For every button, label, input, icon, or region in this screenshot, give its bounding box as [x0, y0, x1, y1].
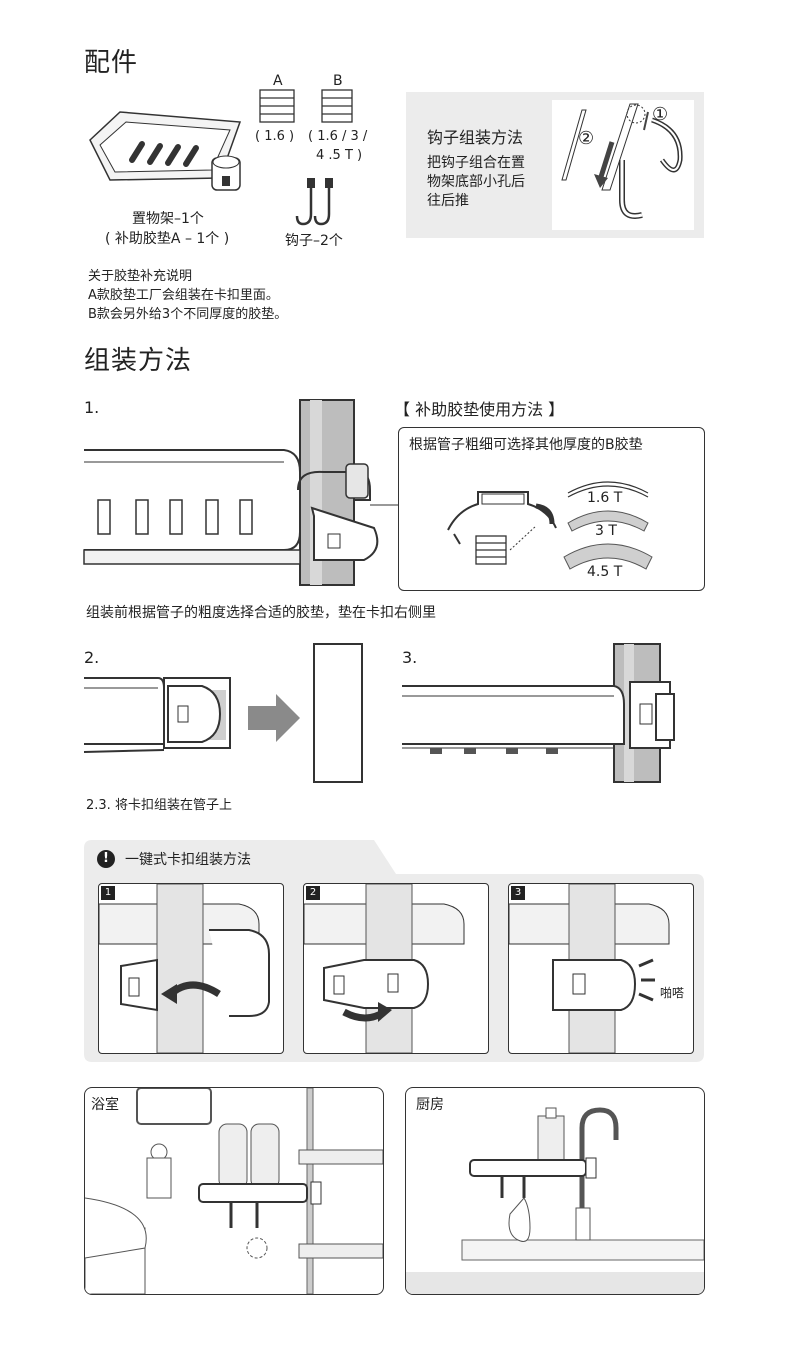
- click-sound-label: 啪嗒: [660, 986, 685, 1000]
- bathroom-label: 浴室: [91, 1097, 119, 1113]
- step-badge-3: 3: [511, 886, 525, 900]
- pad-b-spec-2: 4 .5 T ): [316, 148, 363, 163]
- step-badge-2: 2: [306, 886, 320, 900]
- hook-marker-1: ①: [652, 104, 669, 125]
- step2-number: 2.: [84, 648, 100, 667]
- shelf-illustration: [89, 111, 242, 191]
- pad-usage-title: 【 补助胶垫使用方法 】: [394, 400, 565, 419]
- hook-box-desc-2: 物架底部小孔后: [427, 174, 525, 190]
- step-badge-1: 1: [101, 886, 115, 900]
- scene-kitchen: 厨房: [405, 1087, 705, 1295]
- oneclick-step-3: 3: [508, 883, 694, 1054]
- pad-note-3: B款会另外给3个不同厚度的胶垫。: [88, 307, 288, 322]
- hook-box-desc-1: 把钩子组合在置: [427, 155, 525, 171]
- accessories-title: 配件: [84, 48, 139, 78]
- hook-box-desc-3: 往后推: [427, 193, 469, 209]
- hooks-illustration: [295, 178, 333, 226]
- assembly-title: 组装方法: [84, 346, 193, 376]
- pad-b-label: B: [333, 73, 343, 89]
- pad-a-label: A: [273, 73, 283, 89]
- hook-caption: 钩子–2个: [285, 233, 343, 249]
- oneclick-title: 一键式卡扣组装方法: [125, 852, 251, 868]
- step1-illustration: [83, 399, 379, 586]
- oneclick-step-1: 1: [98, 883, 284, 1054]
- thickness-3: 3 T: [595, 523, 617, 539]
- oneclick-step-2: 2: [303, 883, 489, 1054]
- alert-icon: !: [97, 850, 115, 868]
- thickness-4-5: 4.5 T: [587, 564, 623, 580]
- thickness-arcs: [563, 481, 653, 570]
- pads-illustration: [259, 89, 353, 123]
- hook-marker-2: ②: [578, 128, 595, 149]
- pad-note-2: A款胶垫工厂会组装在卡扣里面。: [88, 288, 279, 303]
- pad-usage-callout: [398, 427, 705, 591]
- shelf-caption-2: ( 补助胶垫A – 1个 ): [105, 231, 230, 247]
- step23-caption: 2.3. 将卡扣组装在管子上: [86, 798, 232, 813]
- step2-3-illustration: [83, 643, 675, 783]
- hook-assembly-illustration: [552, 100, 694, 230]
- shelf-caption-1: 置物架–1个: [132, 211, 204, 227]
- pad-b-spec-1: ( 1.6 / 3 /: [308, 129, 368, 144]
- callout-title: 根据管子粗细可选择其他厚度的B胶垫: [409, 437, 643, 453]
- thickness-1-6: 1.6 T: [587, 490, 623, 506]
- clamp-pad-illustration: [447, 491, 557, 565]
- step1-caption: 组装前根据管子的粗度选择合适的胶垫，垫在卡扣右侧里: [86, 605, 436, 621]
- kitchen-label: 厨房: [416, 1097, 444, 1113]
- pad-a-spec: ( 1.6 ): [255, 129, 295, 144]
- step1-number: 1.: [84, 398, 100, 417]
- pad-note-1: 关于胶垫补充说明: [88, 269, 193, 284]
- scene-bathroom: 浴室: [84, 1087, 384, 1295]
- hook-box-title: 钩子组装方法: [427, 128, 524, 147]
- step3-number: 3.: [402, 648, 418, 667]
